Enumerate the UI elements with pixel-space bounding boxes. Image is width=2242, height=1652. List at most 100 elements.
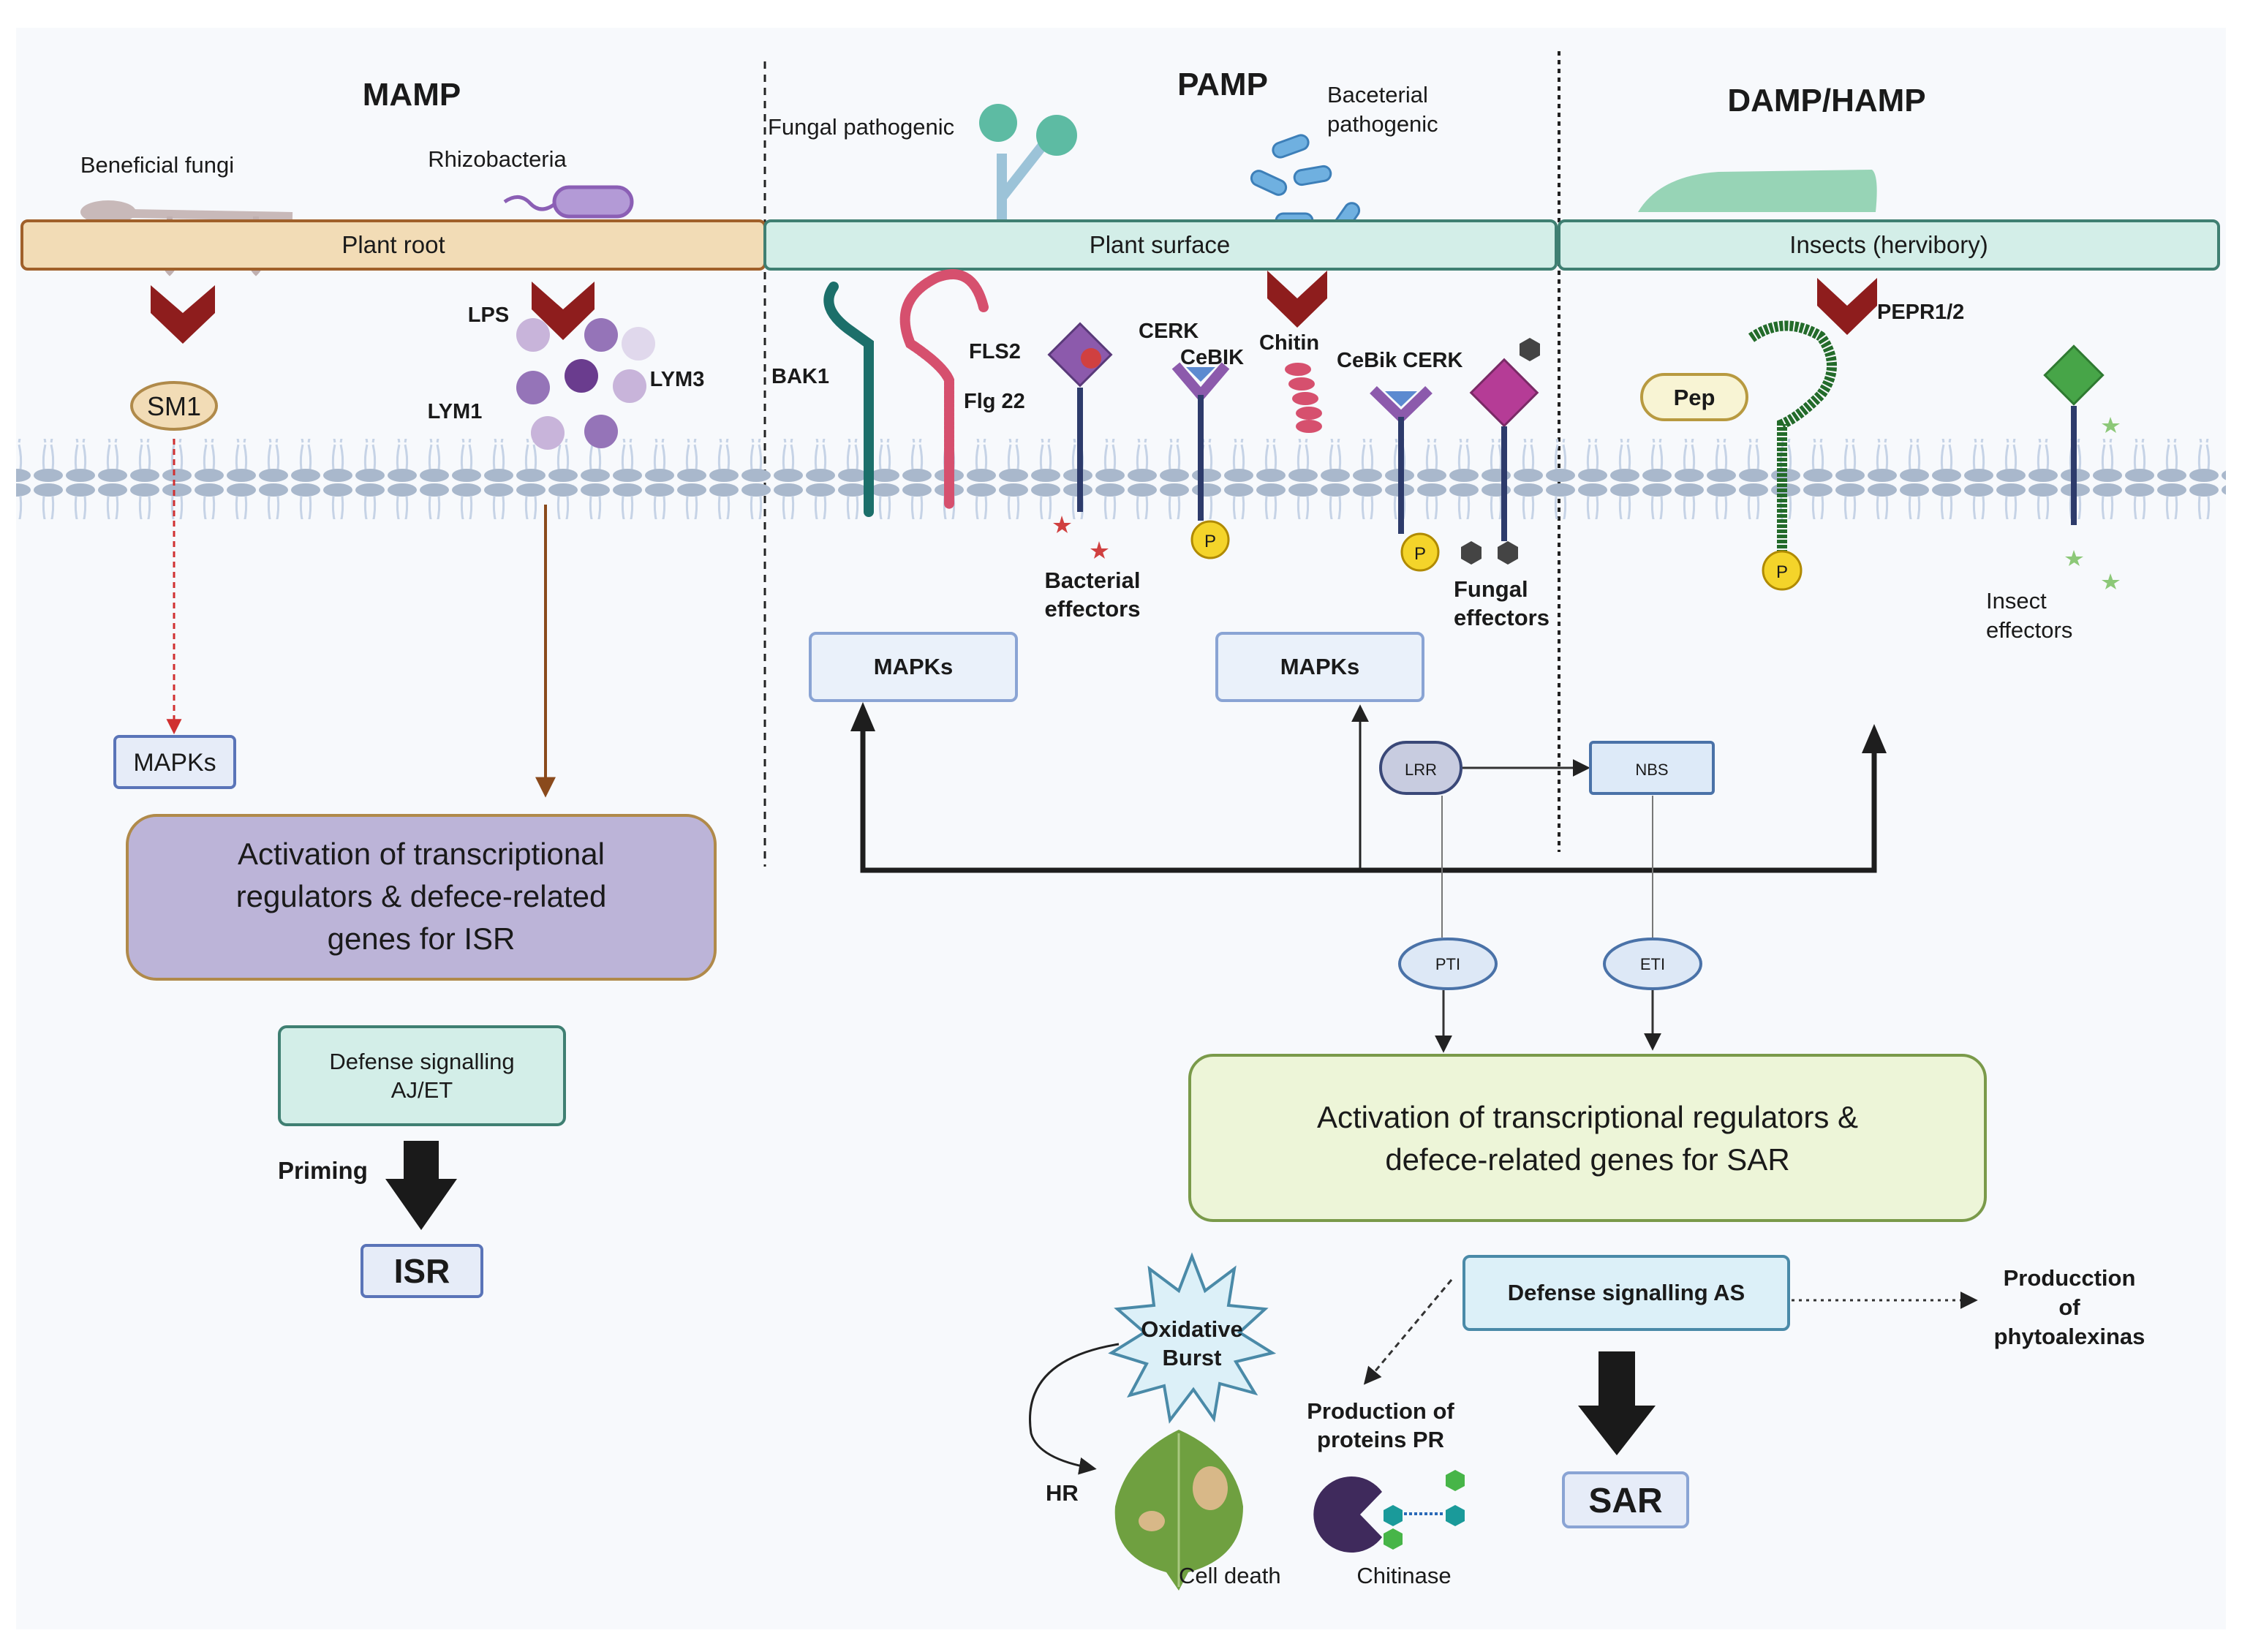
label-cerk: CERK <box>1139 320 1199 343</box>
label-chitin: Chitin <box>1259 331 1319 355</box>
svg-text:SM1: SM1 <box>147 391 201 421</box>
cerk-receptor-1: P <box>1171 362 1230 559</box>
label-phyto-1: Producction <box>2004 1265 2136 1291</box>
sar-defense-box: Defense signalling AS <box>1462 1255 1790 1331</box>
label-fls2: FLS2 <box>969 340 1021 363</box>
rhizobacteria-icon <box>503 185 634 219</box>
pti-node: PTI <box>1398 938 1498 990</box>
svg-text:Activation of transcriptional: Activation of transcriptional regulators… <box>1317 1100 1858 1134</box>
nbs-node: NBS <box>1589 741 1715 795</box>
arrowhead-left <box>850 702 875 731</box>
bak1-receptor <box>823 282 874 517</box>
cell-membrane <box>16 439 2226 519</box>
label-fungal-effectors-2: effectors <box>1454 605 1550 630</box>
svg-text:Plant root: Plant root <box>341 231 445 258</box>
section-title-damp: DAMP/HAMP <box>1727 83 1925 118</box>
isr-result-box: ISR <box>361 1244 483 1298</box>
fls2-receptor <box>899 269 989 510</box>
label-flg22: Flg 22 <box>964 390 1025 413</box>
label-rhizobacteria: Rhizobacteria <box>428 146 567 172</box>
leaf-cell-death-icon <box>1114 1430 1243 1591</box>
fungal-receptor <box>1461 338 1540 565</box>
label-phyto-2: of <box>2058 1294 2080 1320</box>
priming-arrow <box>385 1141 457 1230</box>
arrow-burst-hr <box>1029 1343 1120 1475</box>
svg-text:Insects (hervibory): Insects (hervibory) <box>1789 231 1988 258</box>
insect-receptor <box>2043 344 2120 589</box>
cerk-receptor-2: P <box>1370 385 1440 572</box>
label-lps: LPS <box>468 303 509 327</box>
svg-text:ETI: ETI <box>1640 955 1665 973</box>
svg-text:LRR: LRR <box>1405 761 1437 779</box>
section-title-pamp: PAMP <box>1177 67 1268 102</box>
mapks-box-pamp-1: MAPKs <box>809 632 1018 702</box>
label-fungal-pathogenic: Fungal pathogenic <box>768 114 954 140</box>
mapks-box-pamp-2: MAPKs <box>1215 632 1424 702</box>
oxidative-burst-icon: Oxidative Burst <box>1108 1252 1277 1424</box>
label-priming: Priming <box>278 1157 368 1184</box>
svg-text:Defense signalling AS: Defense signalling AS <box>1508 1280 1745 1305</box>
label-cell-death: Cell death <box>1179 1563 1281 1588</box>
pep-ligand: Pep <box>1640 373 1748 421</box>
arrowhead-right <box>1862 724 1887 753</box>
isr-defense-box: Defense signalling AJ/ET <box>278 1025 566 1126</box>
plant-surface-bar: Plant surface <box>763 219 1558 271</box>
label-chitinase: Chitinase <box>1356 1563 1451 1588</box>
svg-text:Plant surface: Plant surface <box>1090 231 1231 258</box>
svg-text:regulators & defece-related: regulators & defece-related <box>236 879 607 913</box>
isr-activation-box: Activation of transcriptional regulators… <box>126 814 717 981</box>
insects-bar: Insects (hervibory) <box>1558 219 2220 271</box>
bacterial-receptor <box>1047 322 1113 559</box>
svg-text:Oxidative: Oxidative <box>1141 1316 1243 1342</box>
label-pr-proteins-2: proteins PR <box>1317 1427 1444 1452</box>
label-bacterial-effectors-2: effectors <box>1045 596 1141 622</box>
label-lym3: LYM3 <box>650 368 705 391</box>
svg-text:AJ/ET: AJ/ET <box>391 1077 453 1103</box>
svg-text:ISR: ISR <box>394 1252 450 1290</box>
svg-text:P: P <box>1776 562 1788 582</box>
sar-result-box: SAR <box>1562 1471 1689 1528</box>
label-pepr: PEPR1/2 <box>1877 301 1964 324</box>
svg-text:defece-related genes for SAR: defece-related genes for SAR <box>1385 1142 1789 1177</box>
sar-activation-box: Activation of transcriptional regulators… <box>1188 1054 1987 1222</box>
label-bak1: BAK1 <box>771 365 829 388</box>
label-lym1: LYM1 <box>428 400 483 423</box>
chevron-icon <box>151 271 1877 344</box>
eti-node: ETI <box>1603 938 1702 990</box>
pathway-arrow-bracket <box>860 731 1877 873</box>
label-beneficial-fungi: Beneficial fungi <box>80 152 234 178</box>
svg-text:Activation of transcriptional: Activation of transcriptional <box>238 837 605 871</box>
label-pr-proteins-1: Production of <box>1307 1398 1454 1424</box>
arrow-to-pr-proteins <box>1363 1279 1453 1385</box>
label-insect-effectors-1: Insect <box>1986 588 2047 614</box>
pepr-receptor: P <box>1748 320 1837 591</box>
chitinase-icon <box>1313 1470 1465 1553</box>
caterpillar-icon <box>1638 170 1877 212</box>
section-title-mamp: MAMP <box>363 77 461 113</box>
svg-text:Defense signalling: Defense signalling <box>329 1049 514 1074</box>
label-hr: HR <box>1046 1480 1079 1506</box>
sar-arrow <box>1578 1351 1656 1455</box>
label-fungal-effectors-1: Fungal <box>1454 576 1528 602</box>
svg-text:PTI: PTI <box>1435 955 1460 973</box>
sm1-receptor: SM1 <box>130 381 218 431</box>
label-bacterial-effectors-1: Bacterial <box>1045 567 1141 593</box>
svg-text:MAPKs: MAPKs <box>1280 654 1360 679</box>
label-bacterial-pathogenic-2: pathogenic <box>1327 111 1438 137</box>
label-phyto-3: phytoalexinas <box>1994 1324 2145 1349</box>
svg-text:Pep: Pep <box>1674 385 1716 410</box>
lym-complex-icon <box>516 318 655 450</box>
svg-text:NBS: NBS <box>1635 761 1668 779</box>
svg-text:MAPKs: MAPKs <box>874 654 954 679</box>
svg-text:P: P <box>1414 544 1426 564</box>
label-cebik-cerk: CeBik CERK <box>1337 349 1462 372</box>
svg-text:SAR: SAR <box>1588 1482 1662 1520</box>
svg-text:genes for ISR: genes for ISR <box>328 921 516 956</box>
svg-text:P: P <box>1204 532 1216 551</box>
label-cebik: CeBIK <box>1180 346 1244 369</box>
svg-text:MAPKs: MAPKs <box>133 749 216 777</box>
chitin-icon <box>1285 363 1322 433</box>
label-bacterial-pathogenic-1: Baceterial <box>1327 82 1428 108</box>
svg-text:Burst: Burst <box>1163 1345 1222 1370</box>
